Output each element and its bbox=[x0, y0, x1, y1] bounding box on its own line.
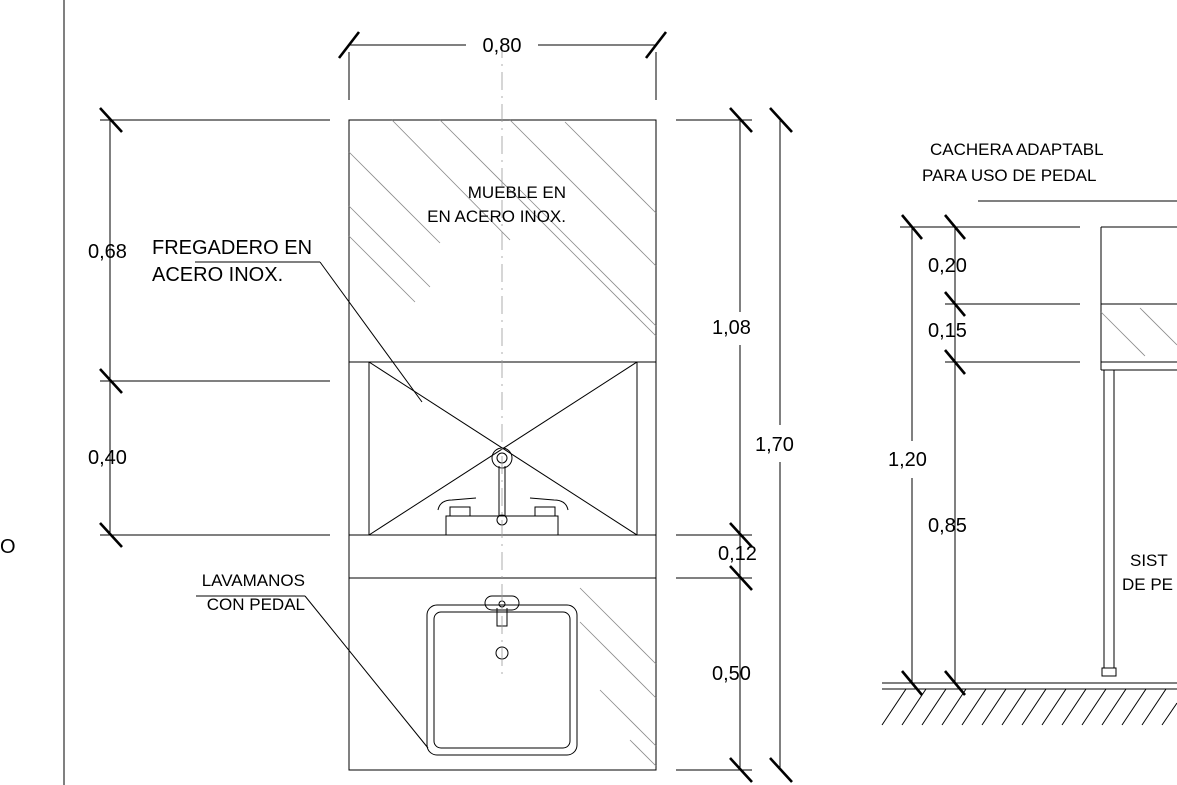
dim-068: 0,68 bbox=[88, 241, 127, 263]
dim-020: 0,20 bbox=[928, 255, 967, 277]
cabinet-leg bbox=[1103, 369, 1115, 669]
lower-panel-hatch bbox=[579, 587, 657, 767]
dim-015: 0,15 bbox=[928, 320, 967, 342]
dim-085: 0,85 bbox=[928, 515, 967, 537]
dim-050: 0,50 bbox=[712, 663, 751, 685]
left-edge-fragment: O bbox=[0, 536, 16, 558]
dim-120: 1,20 bbox=[888, 449, 927, 471]
dim-012: 0,12 bbox=[718, 543, 757, 565]
label-cachera-1: CACHERA ADAPTABL bbox=[930, 140, 1104, 159]
front-elevation bbox=[348, 40, 657, 771]
label-fregadero-2: ACERO INOX. bbox=[152, 264, 283, 286]
leader-lines bbox=[195, 261, 429, 749]
leg-foot bbox=[1101, 667, 1117, 677]
label-mueble-1: MUEBLE EN bbox=[468, 183, 566, 202]
dim-108: 1,08 bbox=[712, 317, 751, 339]
side-elevation bbox=[881, 200, 1177, 726]
label-lavamanos-2: CON PEDAL bbox=[207, 595, 305, 614]
floor-hatch bbox=[881, 688, 1177, 726]
label-lavamanos-1: LAVAMANOS bbox=[202, 571, 305, 590]
label-mueble-2: EN ACERO INOX. bbox=[427, 207, 566, 226]
dim-170: 1,70 bbox=[755, 434, 794, 456]
label-cachera-2: PARA USO DE PEDAL bbox=[922, 166, 1096, 185]
label-sistema-2: DE PE bbox=[1122, 575, 1173, 594]
sink-faucet bbox=[437, 447, 569, 536]
cabinet-outline bbox=[348, 119, 657, 771]
upper-panel-hatch bbox=[348, 119, 657, 337]
dimension-lines-front bbox=[99, 31, 793, 783]
label-fregadero-1: FREGADERO EN bbox=[152, 237, 312, 259]
dim-040: 0,40 bbox=[88, 447, 127, 469]
label-sistema-1: SIST bbox=[1130, 551, 1168, 570]
dim-width-top: 0,80 bbox=[483, 35, 522, 57]
